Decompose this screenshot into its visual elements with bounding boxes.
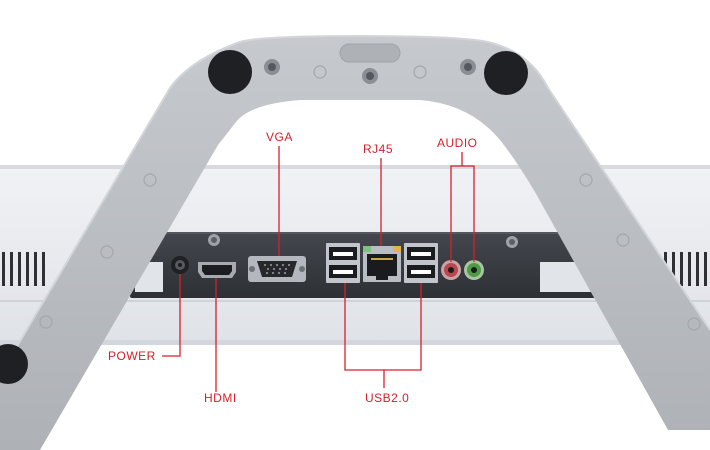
- label-hdmi: HDMI: [204, 391, 237, 405]
- label-usb: USB2.0: [365, 391, 410, 405]
- label-audio: AUDIO: [437, 136, 478, 150]
- callout-lines: [162, 146, 475, 392]
- audio-jack-microphone: [441, 260, 461, 280]
- stand-rubber-foot-bottom-left: [0, 344, 28, 384]
- label-vga: VGA: [266, 130, 293, 144]
- stand-handle-slot: [339, 43, 401, 63]
- label-power: POWER: [108, 349, 156, 363]
- hdmi-port: [198, 262, 236, 278]
- rj45-port: [363, 246, 401, 282]
- usb-port-stack-right: [404, 243, 438, 283]
- audio-jack-line-out: [464, 260, 484, 280]
- stand-indent-dimples: [39, 65, 701, 331]
- vga-port: [248, 256, 306, 282]
- usb-port-stack-left: [326, 243, 360, 283]
- callout-line-usb: [344, 283, 422, 371]
- stand-mount-screws: [264, 59, 476, 84]
- stand-rubber-foot-right: [484, 51, 528, 95]
- monitor-stand: [0, 34, 710, 450]
- label-rj45: RJ45: [363, 142, 394, 156]
- power-port: [171, 256, 189, 274]
- stand-rubber-foot-left: [208, 50, 252, 94]
- callout-line-power: [162, 274, 181, 357]
